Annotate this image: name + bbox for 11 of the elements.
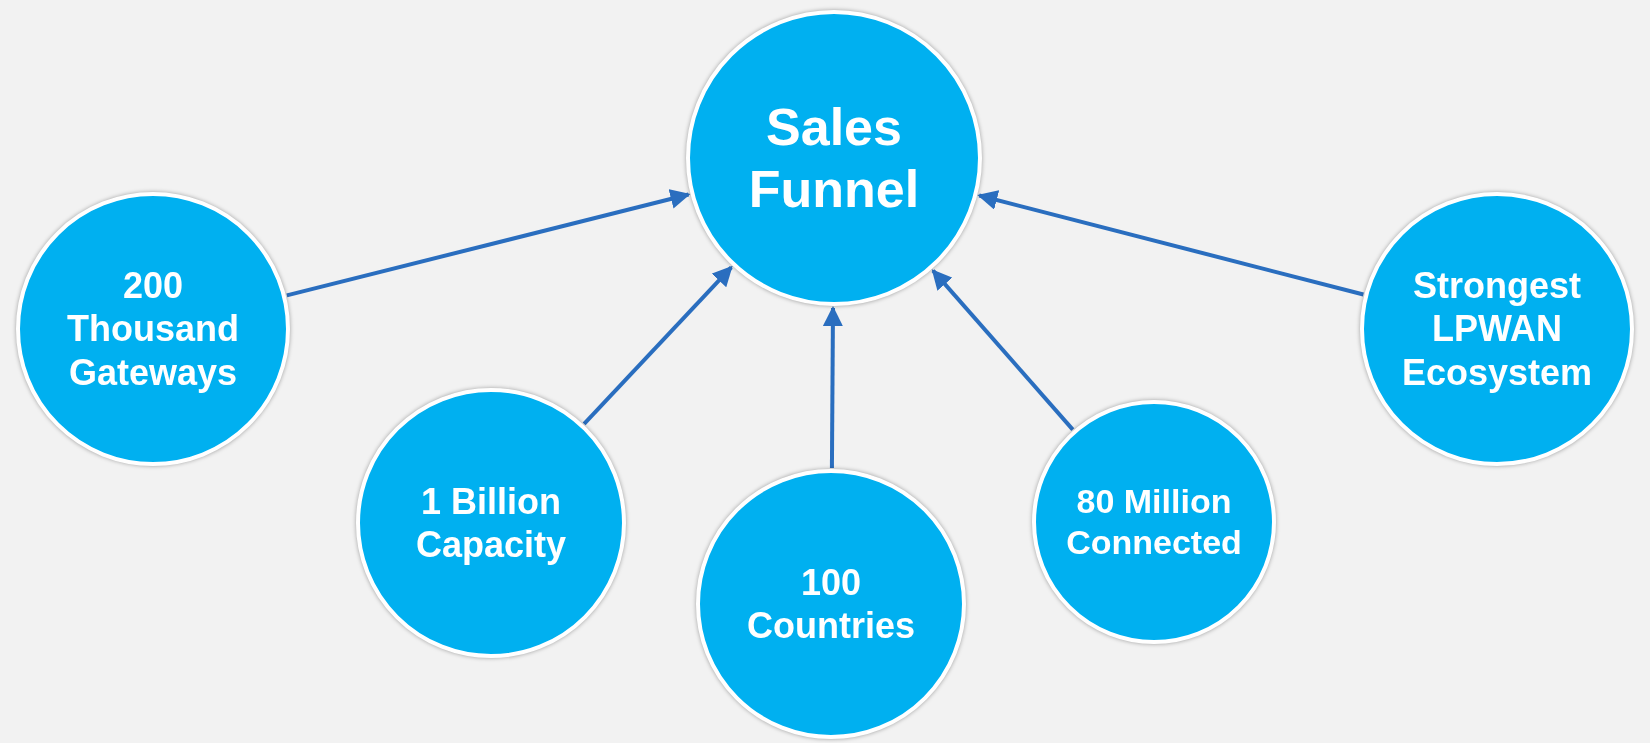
arrow xyxy=(286,189,691,298)
node-label: 80 Million Connected xyxy=(1065,481,1243,563)
arrow xyxy=(582,265,733,426)
arrow xyxy=(822,306,843,468)
arrow xyxy=(977,190,1364,297)
arrow xyxy=(931,269,1075,431)
node-label: 100 Countries xyxy=(746,560,916,648)
node-label: 1 Billion Capacity xyxy=(414,479,568,567)
node-label: 200 Thousand Gateways xyxy=(66,264,240,394)
node-label: Sales Funnel xyxy=(747,96,921,220)
node-label: Strongest LPWAN Ecosystem xyxy=(1400,264,1594,394)
